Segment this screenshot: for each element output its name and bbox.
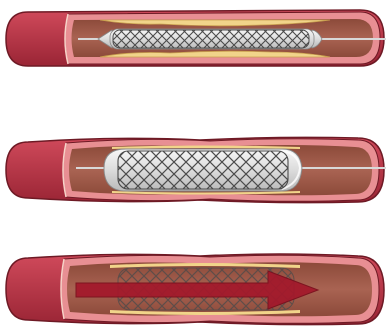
expanded-stent	[118, 151, 288, 189]
panel-1-stent-insertion	[6, 10, 386, 66]
panel-2-balloon-inflation	[6, 137, 386, 202]
crimped-stent	[113, 30, 309, 48]
panel-3-stent-implanted	[6, 254, 384, 325]
